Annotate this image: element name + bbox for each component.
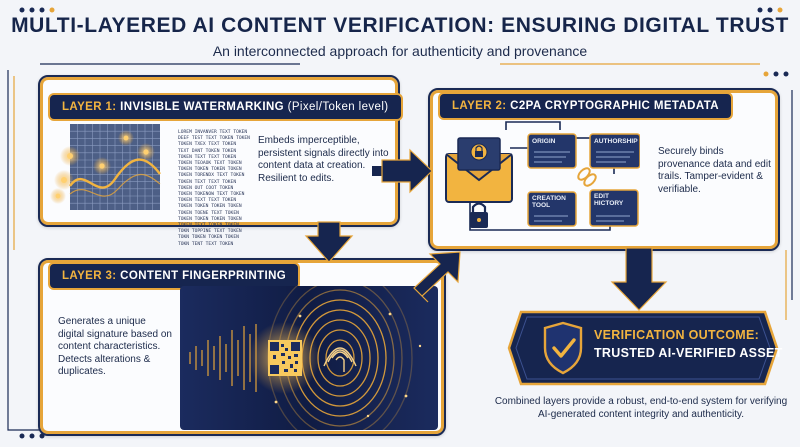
outcome-title: VERIFICATION OUTCOME: bbox=[594, 328, 760, 342]
token-line: TOKEN TEXT TEXT TOKEN bbox=[178, 198, 237, 204]
layer1-description: Embeds imperceptible, persistent signals… bbox=[258, 135, 389, 184]
token-line: DEEF TEST TEXT TOKEN TOKEN bbox=[178, 136, 250, 142]
flow-arrow-icon bbox=[413, 251, 461, 303]
layer3-description: Generates a unique digital signature bas… bbox=[58, 316, 172, 377]
token-line: TOKN TOPPINE TEXT TOKEN bbox=[178, 229, 242, 235]
layer1-name: INVISIBLE WATERMARKING bbox=[120, 101, 284, 113]
flow-arrow-icon bbox=[372, 148, 433, 194]
envelope-lock-icon bbox=[445, 137, 513, 228]
token-line: TOKN TENT TEXT TOKEN bbox=[178, 241, 234, 247]
layer2-prefix: LAYER 2: bbox=[452, 100, 507, 112]
flow-arrow-icon bbox=[304, 221, 354, 263]
layer1-prefix: LAYER 1: bbox=[62, 101, 117, 113]
token-line: TOKEN TEXT TOKEN TOKEN bbox=[178, 223, 239, 229]
token-line: TOKEN TEXT TEXT TOKEN bbox=[178, 179, 237, 185]
token-line: TEXT DANT TOKEN TOKEN bbox=[178, 148, 237, 154]
outcome-frame bbox=[507, 310, 779, 386]
layer3-name: CONTENT FINGERPRINTING bbox=[120, 270, 287, 282]
layer3-header: LAYER 3: CONTENT FINGERPRINTING bbox=[48, 262, 301, 290]
c2pa-box-authorship: AUTHORSHIP bbox=[594, 138, 638, 145]
token-text-block: LOREM INVANVER TEXT TOKEN DEEF TEST TEXT… bbox=[178, 130, 250, 248]
flow-arrow-icon bbox=[610, 247, 668, 311]
token-line: TOKEN TOKEN TOKEN TOKEN bbox=[178, 204, 242, 210]
layer1-qualifier: (Pixel/Token level) bbox=[287, 101, 389, 113]
fingerprint-icon bbox=[323, 347, 357, 372]
qr-code-icon bbox=[268, 340, 302, 376]
token-line: TOKEN TOKEN TOKEN TOKEN bbox=[178, 167, 242, 173]
token-line: TOKEN TOKEN TOKEN TOKEN bbox=[178, 216, 242, 222]
token-line: TOKEN OUT COOT TOKEN bbox=[178, 185, 234, 191]
layer1-header: LAYER 1: INVISIBLE WATERMARKING (Pixel/T… bbox=[48, 93, 403, 121]
c2pa-box-origin: ORIGIN bbox=[532, 138, 556, 145]
outcome-subtitle: TRUSTED AI-VERIFIED ASSET bbox=[594, 346, 783, 360]
shield-check-icon bbox=[543, 321, 583, 375]
c2pa-box-creation-tool: CREATION TOOL bbox=[532, 195, 566, 210]
layer2-description: Securely binds provenance data and edit … bbox=[658, 146, 771, 195]
layer2-name: C2PA CRYPTOGRAPHIC METADATA bbox=[510, 100, 720, 112]
token-line: TOKN TOKEN TOKEN TOKEN bbox=[178, 235, 239, 241]
c2pa-box-edit-history: EDIT HICTORY bbox=[594, 193, 624, 208]
c2pa-diagram bbox=[445, 121, 640, 231]
token-line: TOKEN TXEX TEXT TOKEN bbox=[178, 142, 237, 148]
layer2-header: LAYER 2: C2PA CRYPTOGRAPHIC METADATA bbox=[438, 92, 734, 120]
page-title: MULTI-LAYERED AI CONTENT VERIFICATION: E… bbox=[11, 14, 789, 37]
fingerprint-visual bbox=[180, 286, 438, 430]
token-line: TOKEN TOENE TEXT TOKEN bbox=[178, 210, 239, 216]
token-line: TOKEN TEOAOK TEXT TOKEN bbox=[178, 161, 242, 167]
page-subtitle: An interconnected approach for authentic… bbox=[212, 43, 588, 59]
watermark-grid-icon bbox=[50, 124, 161, 210]
outcome-description: Combined layers provide a robust, end-to… bbox=[494, 396, 788, 420]
token-line: LOREM INVANVER TEXT TOKEN bbox=[178, 130, 248, 135]
token-line: TOKEN TOKENOW TEXT TOKEN bbox=[178, 192, 245, 198]
layer3-prefix: LAYER 3: bbox=[62, 270, 117, 282]
token-line: TOKEN TORENDX TEXT TOKEN bbox=[178, 173, 245, 179]
token-line: TOKEN TEXT TEXT TOKEN bbox=[178, 154, 237, 160]
